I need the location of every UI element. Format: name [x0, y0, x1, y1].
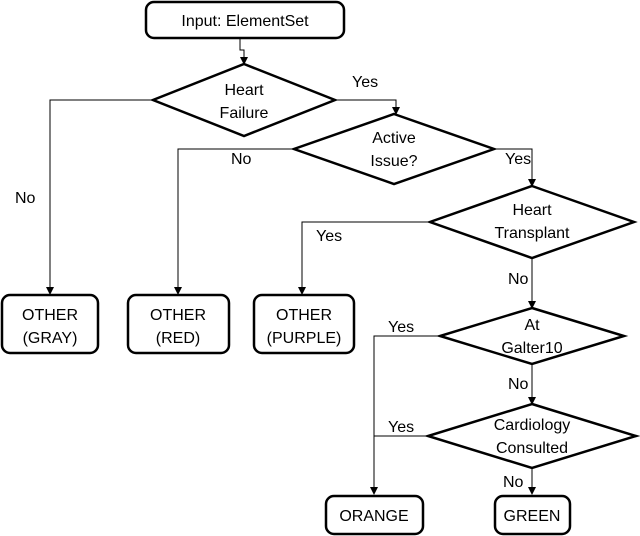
decision-heart-transplant: Heart Transplant [426, 184, 638, 260]
edge-heart-failure-yes [335, 99, 400, 115]
decision-at-galter10: At Galter10 [435, 306, 629, 366]
outcome-other-purple-line1: OTHER [276, 307, 332, 324]
edge-label-at-galter10-yes: Yes [388, 319, 414, 336]
edge-active-issue-yes [494, 148, 536, 187]
edge-heart-failure-no [46, 99, 153, 295]
outcome-green-label: GREEN [504, 508, 561, 525]
decision-heart-failure-line2: Failure [220, 105, 269, 122]
decision-active-issue: Active Issue? [290, 112, 498, 186]
decision-cardiology-consulted: Cardiology Consulted [423, 402, 640, 470]
edge-label-at-galter10-no: No [508, 376, 529, 393]
edge-label-cardiology-no: No [503, 474, 524, 491]
edge-label-heart-transplant-yes: Yes [316, 228, 342, 245]
decision-heart-failure: Heart Failure [149, 62, 339, 138]
outcome-other-gray: OTHER (GRAY) [0, 293, 100, 355]
edge-heart-transplant-yes [298, 221, 430, 295]
outcome-other-gray-line1: OTHER [22, 307, 78, 324]
start-node: Input: ElementSet [144, 0, 346, 40]
edge-label-heart-transplant-no: No [508, 271, 529, 288]
edge-label-cardiology-yes: Yes [388, 419, 414, 436]
edges [46, 38, 536, 495]
decision-active-issue-line2: Issue? [370, 153, 417, 170]
edge-label-active-issue-yes: Yes [505, 151, 531, 168]
decision-heart-failure-line1: Heart [224, 82, 264, 99]
decision-cardiology-consulted-line2: Consulted [496, 440, 568, 457]
outcome-orange-label: ORANGE [339, 508, 408, 525]
edge-label-heart-failure-no: No [15, 190, 36, 207]
outcome-other-purple-line2: (PURPLE) [267, 330, 342, 347]
outcome-other-gray-line2: (GRAY) [23, 330, 78, 347]
edge-label-active-issue-no: No [231, 151, 252, 168]
outcome-other-red: OTHER (RED) [126, 293, 231, 355]
decision-heart-transplant-line1: Heart [512, 202, 552, 219]
decision-at-galter10-line1: At [524, 317, 540, 334]
edge-labels: Yes No No Yes Yes No Yes No Yes No [15, 74, 531, 491]
outcome-other-purple: OTHER (PURPLE) [252, 293, 356, 355]
edge-start-to-heart-failure [239, 38, 248, 65]
edge-label-heart-failure-yes: Yes [352, 74, 378, 91]
decision-active-issue-line1: Active [372, 130, 416, 147]
outcome-green: GREEN [493, 494, 572, 536]
outcome-other-red-line2: (RED) [156, 330, 200, 347]
outcome-orange: ORANGE [324, 494, 425, 536]
edge-active-issue-no [174, 148, 294, 295]
outcome-other-red-line1: OTHER [150, 307, 206, 324]
edge-at-galter10-yes [370, 335, 440, 495]
decision-at-galter10-line2: Galter10 [501, 340, 562, 357]
decision-heart-transplant-line2: Transplant [495, 225, 571, 242]
start-node-label: Input: ElementSet [181, 13, 309, 30]
decision-cardiology-consulted-line1: Cardiology [494, 417, 570, 434]
